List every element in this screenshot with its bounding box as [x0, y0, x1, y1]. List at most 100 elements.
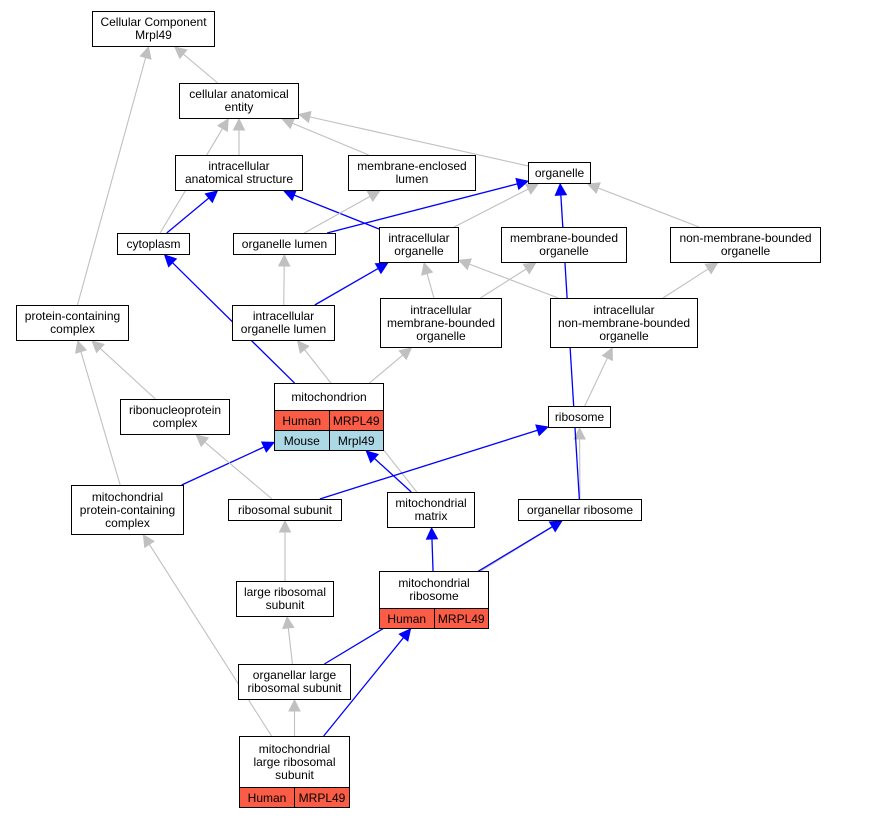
go-term-node-cytoplasm[interactable]: cytoplasm: [117, 233, 190, 255]
go-term-node-org-ribo[interactable]: organellar ribosome: [518, 499, 642, 521]
annotation-row-human[interactable]: Human MRPL49: [380, 608, 488, 628]
edge-is-a-organelle-to-cae: [297, 110, 529, 167]
edge-line: [373, 457, 412, 493]
arrowhead-icon: [281, 117, 296, 130]
go-term-node-olrs[interactable]: organellar large ribosomal subunit: [238, 664, 351, 700]
go-term-node-ias[interactable]: intracellular anatomical structure: [175, 155, 303, 191]
go-term-node-intra-org[interactable]: intracellular organelle: [379, 227, 459, 263]
edge-part-of-mito_matrix-to-mito: [365, 450, 412, 493]
go-term-node-mel[interactable]: membrane-enclosed lumen: [348, 155, 476, 191]
edge-line: [426, 273, 435, 299]
edge-line: [662, 268, 709, 299]
arrowhead-icon: [277, 253, 291, 267]
go-term-node-mito-matrix[interactable]: mitochondrial matrix: [387, 492, 475, 528]
edge-line: [76, 57, 147, 306]
arrowhead-icon: [398, 628, 412, 642]
go-term-node-mpcc[interactable]: mitochondrial protein-containing complex: [71, 485, 184, 535]
go-term-node-cc-root[interactable]: Cellular Component Mrpl49: [92, 11, 215, 47]
go-term-node-iol[interactable]: intracellular organelle lumen: [232, 305, 335, 341]
arrowhead-icon: [457, 258, 472, 271]
edge-is-a-org_ribo-to-ribosome: [573, 426, 586, 500]
species-cell: Human: [387, 611, 427, 626]
gene-cell: MRPL49: [294, 788, 349, 807]
edge-is-a-mlrs-to-olrs: [288, 698, 301, 736]
edge-line: [293, 194, 380, 230]
arrowhead-icon: [260, 441, 276, 453]
edge-is-a-mel-to-cae: [281, 117, 369, 156]
edge-is-a-olrs-to-lrs: [282, 615, 295, 665]
arrowhead-icon: [142, 534, 155, 549]
gene-cell: MRPL49: [328, 411, 384, 430]
go-term-label: intracellular membrane-bounded organelle: [386, 302, 496, 343]
go-term-label: mitochondrial matrix: [395, 496, 467, 523]
edge-line: [597, 187, 700, 228]
go-term-node-mbo[interactable]: membrane-bounded organelle: [501, 227, 627, 263]
edge-is-a-nmbo-to-organelle: [586, 182, 700, 228]
go-term-label: intracellular organelle: [388, 231, 450, 258]
go-term-label: membrane-enclosed lumen: [357, 159, 467, 186]
arrowhead-icon: [282, 615, 295, 630]
arrowhead-icon: [297, 340, 310, 354]
arrowhead-icon: [554, 182, 568, 196]
go-term-label: organellar ribosome: [526, 502, 634, 517]
annotation-row-human[interactable]: Human MRPL49: [240, 787, 349, 807]
edge-is-a-ribo_sub-to-rnp: [195, 434, 273, 500]
go-term-label: membrane-bounded organelle: [509, 231, 619, 258]
go-term-node-inmbo[interactable]: intracellular non-membrane-bounded organ…: [550, 298, 698, 348]
arrowhead-icon: [232, 117, 246, 131]
go-term-node-pcc[interactable]: protein-containing complex: [16, 305, 129, 341]
species-cell: Human: [247, 790, 287, 805]
go-term-node-ribosome[interactable]: ribosome: [548, 406, 611, 428]
edge-line: [326, 183, 518, 234]
edge-line: [303, 195, 371, 234]
edge-line: [453, 188, 529, 228]
go-term-node-nmbo[interactable]: non-membrane-bounded organelle: [670, 227, 821, 263]
arrowhead-icon: [425, 526, 439, 540]
edge-is-a-mito-to-imbo: [369, 347, 413, 384]
edge-line: [99, 348, 156, 400]
arrowhead-icon: [288, 698, 301, 712]
arrowhead-icon: [515, 177, 530, 191]
go-term-label: protein-containing complex: [24, 309, 121, 336]
edge-line: [182, 53, 218, 84]
edge-part-of-ribo_sub-to-ribosome: [319, 424, 550, 500]
edge-part-of-cytoplasm-to-ias: [166, 190, 219, 234]
go-term-label: mitochondrial large ribosomal subunit: [253, 741, 336, 782]
go-term-label: ribosome: [554, 409, 605, 424]
edge-part-of-org_lumen-to-organelle: [326, 177, 530, 234]
edge-is-a-imbo-to-mbo: [480, 262, 537, 299]
go-term-node-org-lumen[interactable]: organelle lumen: [233, 233, 336, 255]
go-term-node-imbo[interactable]: intracellular membrane-bounded organelle: [380, 298, 502, 348]
gene-cell: MRPL49: [433, 609, 489, 628]
arrowhead-icon: [204, 190, 219, 204]
go-term-node-cae[interactable]: cellular anatomical entity: [179, 83, 299, 119]
edge-is-a-iol-to-org_lumen: [277, 253, 291, 306]
edge-is-a-intra_org-to-organelle: [453, 183, 540, 228]
arrowhead-icon: [601, 346, 613, 362]
go-term-node-lrs[interactable]: large ribosomal subunit: [236, 581, 334, 617]
arrowhead-icon: [139, 45, 152, 60]
go-term-label: Cellular Component Mrpl49: [100, 15, 207, 42]
edge-line: [319, 429, 538, 500]
edge-line: [480, 268, 527, 299]
go-term-label: non-membrane-bounded organelle: [679, 231, 812, 258]
arrowhead-icon: [421, 261, 434, 276]
arrowhead-icon: [278, 519, 292, 533]
go-term-node-ribo-sub[interactable]: ribosomal subunit: [228, 499, 342, 521]
edge-line: [292, 122, 369, 156]
edge-line: [431, 538, 434, 572]
go-term-label: intracellular non-membrane-bounded organ…: [557, 302, 691, 343]
go-term-node-rnp[interactable]: ribonucleoprotein complex: [120, 399, 230, 435]
edge-is-a-inmbo-to-intra_org: [457, 258, 559, 299]
edge-line: [166, 197, 210, 234]
edge-line: [469, 263, 559, 299]
go-term-node-organelle[interactable]: organelle: [528, 162, 591, 184]
edge-line: [148, 543, 273, 737]
